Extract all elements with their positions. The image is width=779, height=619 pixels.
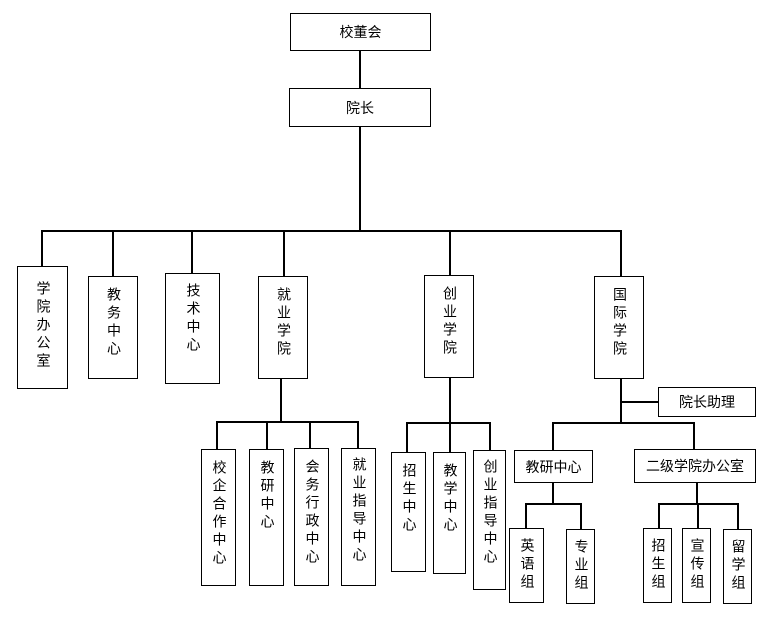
connector-secondary-office: [693, 422, 695, 450]
connector-intl-college: [620, 230, 622, 276]
connector-conference-admin: [309, 421, 311, 448]
node-label: 留学组: [729, 539, 746, 593]
node-teaching-research-2[interactable]: 教研中心: [514, 450, 593, 483]
node-english-group[interactable]: 英语组: [509, 528, 544, 603]
connector-academic-affairs: [112, 230, 114, 276]
node-label: 就业学院: [275, 287, 291, 359]
node-president[interactable]: 院长: [289, 88, 431, 127]
node-school-enterprise[interactable]: 校企合作中心: [201, 449, 236, 586]
connector-employment-guidance: [357, 421, 359, 449]
node-conference-admin[interactable]: 会务行政中心: [294, 448, 329, 586]
node-secondary-office[interactable]: 二级学院办公室: [634, 449, 756, 483]
connector-level2-bus: [41, 230, 621, 232]
node-label: 教研中心: [258, 460, 275, 532]
node-academic-affairs[interactable]: 教务中心: [88, 276, 138, 379]
connector-college-office: [41, 230, 43, 266]
connector-startup-guidance: [489, 422, 491, 450]
connector-startup-bus: [406, 422, 490, 424]
connector-president-down: [359, 126, 361, 230]
node-label: 招生组: [649, 538, 666, 592]
node-employment-college[interactable]: 就业学院: [258, 276, 308, 379]
connector-admissions-group: [658, 503, 660, 529]
connector-tr2-bus: [525, 503, 581, 505]
node-startup-college[interactable]: 创业学院: [424, 275, 474, 378]
connector-tr2-down: [552, 482, 554, 504]
connector-startup-college: [449, 230, 451, 275]
node-employment-guidance[interactable]: 就业指导中心: [341, 448, 376, 586]
connector-dean-assistant: [620, 401, 658, 403]
node-label: 创业学院: [441, 286, 457, 358]
node-label: 二级学院办公室: [646, 459, 744, 475]
node-admissions-group[interactable]: 招生组: [643, 528, 672, 603]
node-teaching-center[interactable]: 教学中心: [433, 452, 466, 574]
node-college-office[interactable]: 学院办公室: [17, 266, 68, 389]
node-label: 院长助理: [679, 395, 735, 411]
connector-admissions-center: [406, 422, 408, 452]
connector-study-abroad-group: [737, 503, 739, 530]
node-tech-center[interactable]: 技术中心: [165, 273, 220, 384]
node-board[interactable]: 校董会: [290, 13, 431, 51]
connector-publicity-group: [697, 503, 699, 529]
node-label: 教研中心: [525, 459, 582, 476]
connector-startup-down: [449, 377, 451, 422]
node-teaching-research-1[interactable]: 教研中心: [249, 449, 284, 586]
connector-tech-center: [191, 230, 193, 273]
node-publicity-group[interactable]: 宣传组: [682, 528, 711, 603]
node-label: 就业指导中心: [350, 457, 367, 565]
node-label: 招生中心: [400, 463, 417, 535]
connector-so-down: [696, 482, 698, 504]
node-label: 技术中心: [184, 283, 201, 355]
node-intl-college[interactable]: 国际学院: [594, 276, 644, 379]
connector-major-group: [580, 503, 582, 530]
connector-employment-bus: [216, 421, 358, 423]
node-label: 英语组: [518, 538, 535, 592]
node-label: 学院办公室: [34, 281, 51, 371]
connector-teaching-research-2: [552, 422, 554, 450]
node-label: 校企合作中心: [210, 460, 227, 568]
node-startup-guidance[interactable]: 创业指导中心: [473, 450, 506, 590]
node-dean-assistant[interactable]: 院长助理: [658, 387, 756, 417]
node-label: 国际学院: [611, 287, 627, 359]
connector-teaching-research-1: [266, 421, 268, 449]
connector-english-group: [525, 503, 527, 529]
connector-teaching-center: [449, 422, 451, 453]
node-label: 宣传组: [688, 538, 705, 592]
node-label: 会务行政中心: [303, 459, 320, 567]
connector-employment-down: [280, 378, 282, 421]
node-label: 专业组: [572, 539, 589, 593]
node-label: 院长: [346, 100, 374, 117]
connector-intl-down: [620, 378, 622, 423]
connector-employment-college: [283, 230, 285, 276]
node-label: 教务中心: [105, 287, 121, 359]
connector-school-enterprise: [216, 421, 218, 449]
node-label: 教学中心: [441, 463, 458, 535]
node-label: 校董会: [339, 25, 382, 41]
node-study-abroad-group[interactable]: 留学组: [723, 529, 752, 604]
node-admissions-center[interactable]: 招生中心: [391, 452, 426, 572]
connector-intl-bus: [552, 422, 693, 424]
node-major-group[interactable]: 专业组: [566, 529, 595, 604]
connector-board-president: [359, 50, 361, 88]
node-label: 创业指导中心: [481, 459, 498, 567]
